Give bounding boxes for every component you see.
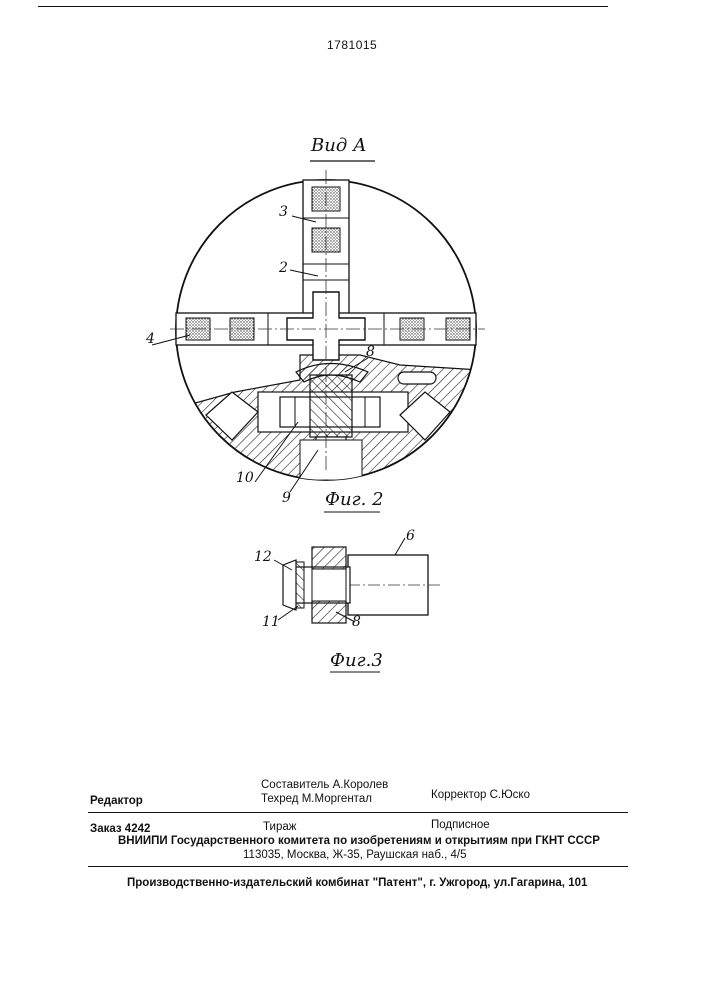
fig2-label-8: 8 [366,344,375,360]
fig2-label-9: 9 [282,490,291,506]
fig2-drawing [152,170,485,492]
fig3-label-12: 12 [254,549,272,565]
imprint-circulation: Тираж [263,820,296,834]
imprint-editor: Редактор [90,794,143,808]
fig2-label-3: 3 [279,204,288,220]
imprint-address: 113035, Москва, Ж-35, Раушская наб., 4/5 [243,848,466,862]
fig2-label-10: 10 [236,470,254,486]
imprint-corrector: Корректор С.Юско [431,788,530,802]
fig3-drawing [274,538,440,623]
imprint-subscription: Подписное [431,818,490,832]
imprint-rule-2 [88,866,628,867]
imprint-vniipi: ВНИИПИ Государственного комитета по изоб… [118,834,600,848]
fig2-label-2: 2 [279,260,288,276]
fig3-label-8: 8 [352,614,361,630]
fig3-label-11: 11 [262,614,280,630]
fig3-label-6: 6 [406,528,415,544]
imprint-publisher: Производственно-издательский комбинат "П… [127,876,587,890]
fig2-label-4: 4 [146,331,155,347]
fig2-caption: Фиг. 2 [325,489,384,510]
imprint-techred: Техред М.Моргентал [261,792,372,806]
imprint-rule-1 [88,812,628,813]
fig3-caption: Фиг.3 [330,650,383,671]
view-a-label: Вид А [311,135,367,156]
imprint-compiler: Составитель А.Королев [261,778,388,792]
